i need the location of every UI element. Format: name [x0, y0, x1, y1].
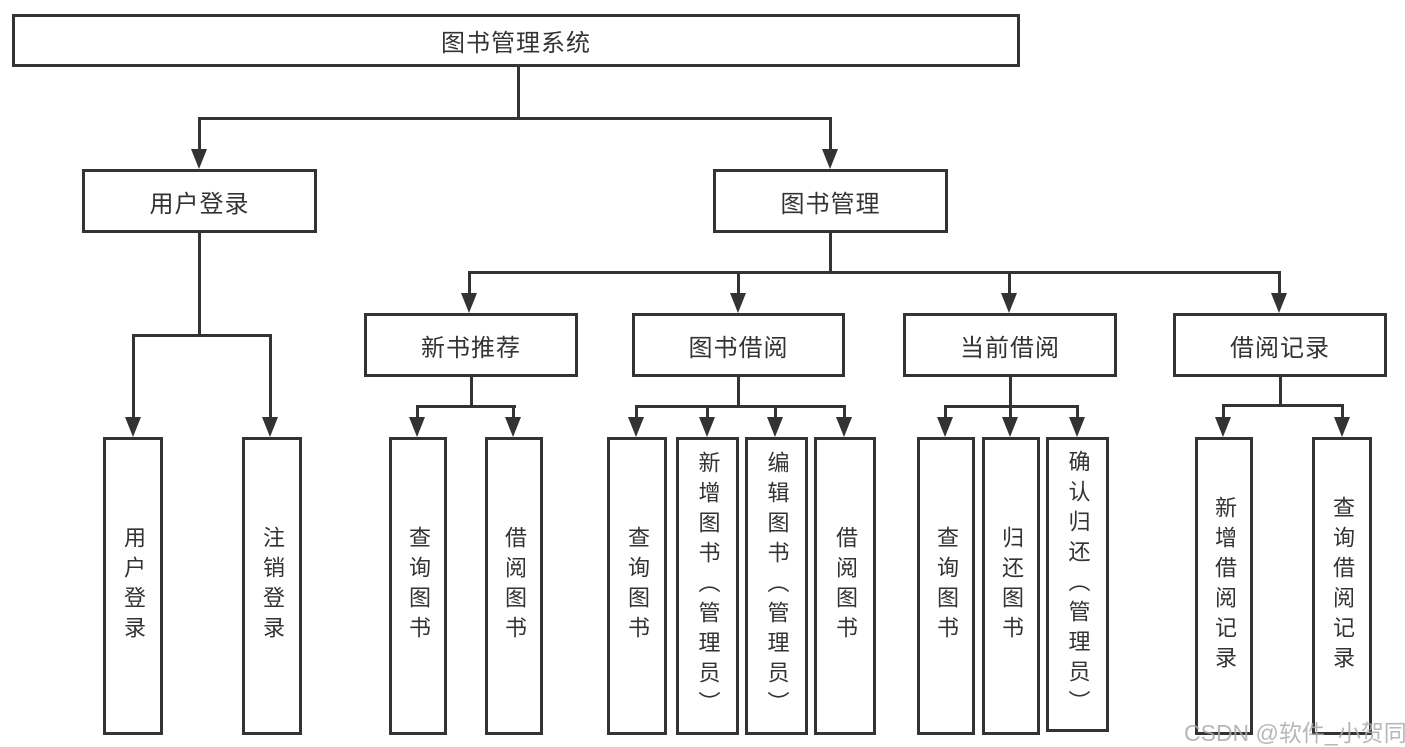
edge-to-recommend-leaf-1 — [416, 405, 419, 417]
edge-to-user-login — [198, 117, 201, 151]
edge-to-records-leaf-2 — [1341, 404, 1344, 417]
leaf-recommend-borrow-book: 借阅图书 — [485, 437, 543, 735]
arrowhead-down-icon — [461, 293, 477, 313]
arrowhead-down-icon — [1001, 293, 1017, 313]
edge-to-records — [1278, 271, 1281, 293]
leaf-borrow-edit-book-admin: 编辑图书（管理员） — [745, 437, 808, 735]
edge-to-borrow-leaf-2 — [706, 405, 709, 417]
edge-to-recommend-leaf-2 — [512, 405, 515, 417]
edge-root-stem — [517, 67, 520, 119]
edge-records-stem — [1279, 377, 1282, 406]
leaf-user-login: 用户登录 — [103, 437, 163, 735]
leaf-borrow-edit-book-admin-label: 编辑图书（管理员） — [764, 451, 790, 721]
arrowhead-down-icon — [699, 417, 715, 437]
node-current-borrow: 当前借阅 — [903, 313, 1117, 377]
edge-to-logout-leaf — [269, 334, 272, 417]
edge-records-branch — [1222, 404, 1344, 407]
edge-login-branch — [132, 334, 272, 337]
arrowhead-down-icon — [628, 417, 644, 437]
edge-root-branch — [198, 117, 831, 120]
leaf-current-return-book-label: 归还图书 — [999, 526, 1024, 646]
arrowhead-down-icon — [937, 417, 953, 437]
leaf-current-confirm-return-admin-label: 确认归还（管理员） — [1065, 449, 1091, 720]
leaf-recommend-query-book: 查询图书 — [389, 437, 447, 735]
edge-to-borrow — [737, 271, 740, 293]
node-book-borrow: 图书借阅 — [632, 313, 845, 377]
edge-to-borrow-leaf-1 — [635, 405, 638, 417]
arrowhead-down-icon — [1069, 417, 1085, 437]
leaf-records-query-record-label: 查询借阅记录 — [1330, 496, 1355, 676]
node-user-login-label: 用户登录 — [149, 190, 250, 218]
node-current-borrow-label: 当前借阅 — [960, 334, 1060, 362]
edge-recommend-stem — [470, 377, 473, 408]
arrowhead-down-icon — [191, 149, 207, 169]
edge-to-current — [1008, 271, 1011, 293]
node-root-label: 图书管理系统 — [441, 30, 591, 57]
leaf-current-return-book: 归还图书 — [982, 437, 1040, 735]
arrowhead-down-icon — [767, 417, 783, 437]
edge-to-borrow-leaf-3 — [774, 405, 777, 417]
arrowhead-down-icon — [1334, 417, 1350, 437]
edge-to-records-leaf-1 — [1222, 404, 1225, 417]
arrowhead-down-icon — [409, 417, 425, 437]
node-root: 图书管理系统 — [12, 14, 1020, 67]
leaf-logout-label: 注销登录 — [260, 526, 285, 646]
edge-to-login-leaf — [132, 334, 135, 417]
leaf-user-login-label: 用户登录 — [121, 526, 146, 646]
edge-recommend-branch — [416, 405, 516, 408]
node-borrow-records: 借阅记录 — [1173, 313, 1387, 377]
node-book-management: 图书管理 — [713, 169, 948, 233]
edge-to-recommend — [468, 271, 471, 293]
leaf-borrow-borrow-book-label: 借阅图书 — [833, 526, 858, 646]
edge-to-book-mgmt — [829, 117, 832, 151]
arrowhead-down-icon — [1215, 417, 1231, 437]
node-new-book-recommend-label: 新书推荐 — [421, 334, 521, 362]
arrowhead-down-icon — [505, 417, 521, 437]
leaf-records-add-record: 新增借阅记录 — [1195, 437, 1253, 735]
leaf-borrow-query-book: 查询图书 — [607, 437, 667, 735]
leaf-borrow-add-book-admin: 新增图书（管理员） — [676, 437, 739, 735]
edge-mgmt-branch — [468, 271, 1281, 274]
arrowhead-down-icon — [836, 417, 852, 437]
arrowhead-down-icon — [1002, 417, 1018, 437]
leaf-current-confirm-return-admin: 确认归还（管理员） — [1046, 437, 1109, 732]
edge-to-borrow-leaf-4 — [843, 405, 846, 417]
arrowhead-down-icon — [125, 417, 141, 437]
edge-to-current-leaf-3 — [1076, 405, 1079, 417]
arrowhead-down-icon — [1271, 293, 1287, 313]
node-user-login: 用户登录 — [82, 169, 317, 233]
leaf-recommend-query-book-label: 查询图书 — [406, 526, 431, 646]
node-new-book-recommend: 新书推荐 — [364, 313, 578, 377]
leaf-current-query-book: 查询图书 — [917, 437, 975, 735]
edge-to-current-leaf-2 — [1009, 405, 1012, 417]
node-book-management-label: 图书管理 — [780, 190, 881, 218]
edge-borrow-stem — [737, 377, 740, 408]
leaf-recommend-borrow-book-label: 借阅图书 — [502, 526, 527, 646]
leaf-borrow-query-book-label: 查询图书 — [625, 526, 650, 646]
edge-login-stem — [198, 233, 201, 337]
arrowhead-down-icon — [262, 417, 278, 437]
leaf-logout: 注销登录 — [242, 437, 302, 735]
leaf-current-query-book-label: 查询图书 — [934, 526, 959, 646]
leaf-records-add-record-label: 新增借阅记录 — [1212, 496, 1237, 676]
leaf-borrow-add-book-admin-label: 新增图书（管理员） — [695, 451, 721, 721]
node-book-borrow-label: 图书借阅 — [688, 334, 789, 362]
arrowhead-down-icon — [822, 149, 838, 169]
edge-mgmt-stem — [829, 233, 832, 274]
csdn-watermark: CSDN @软件_小贺同学 — [1184, 720, 1405, 746]
edge-to-current-leaf-1 — [944, 405, 947, 417]
edge-current-stem — [1009, 377, 1012, 408]
arrowhead-down-icon — [730, 293, 746, 313]
leaf-records-query-record: 查询借阅记录 — [1312, 437, 1372, 735]
node-borrow-records-label: 借阅记录 — [1230, 334, 1330, 362]
edge-borrow-branch — [635, 405, 846, 408]
leaf-borrow-borrow-book: 借阅图书 — [814, 437, 876, 735]
